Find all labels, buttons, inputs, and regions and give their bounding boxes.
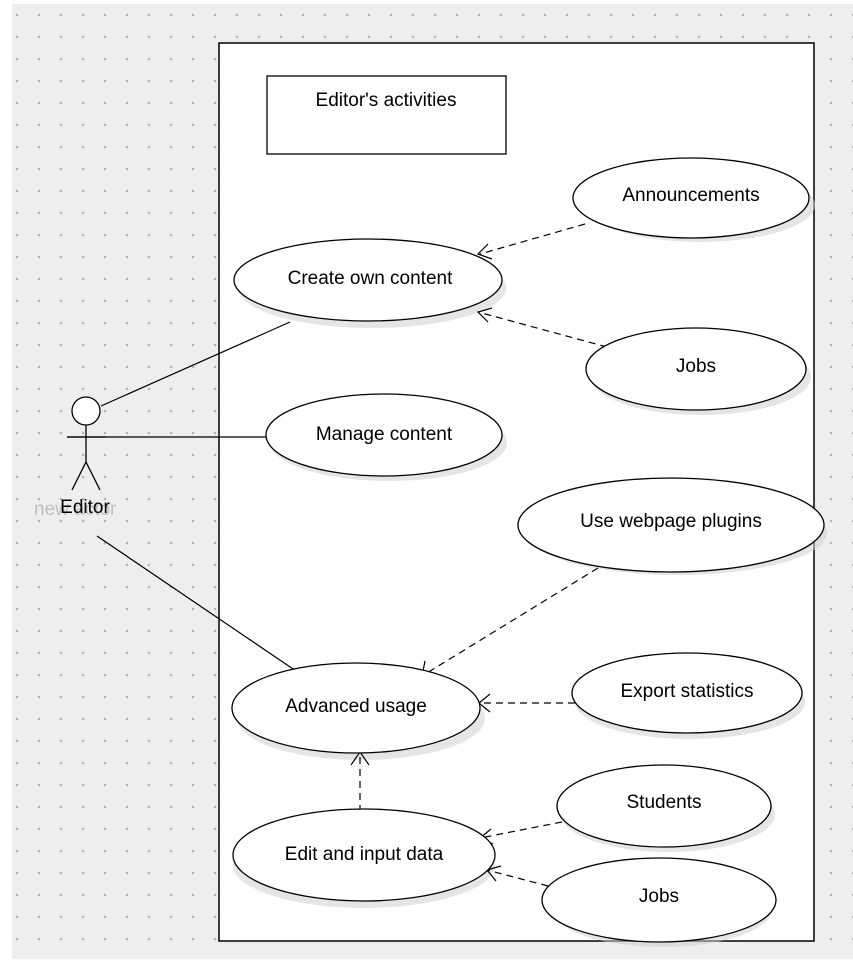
actor-right-leg [85,461,101,491]
assoc-editor-create-own-content [100,321,291,407]
title-box[interactable] [266,75,507,155]
actor-editor[interactable] [67,396,106,491]
dep-plugins-advanced [421,567,599,677]
use-case-jobs-1[interactable]: Jobs [585,327,807,411]
use-case-label: Announcements [622,185,759,206]
dep-jobs1-create [477,311,608,348]
use-case-use-webpage-plugins[interactable]: Use webpage plugins [517,477,825,573]
actor-left-leg [71,461,87,491]
use-case-create-own-content[interactable]: Create own content [233,238,503,322]
use-case-label: Export statistics [620,681,753,702]
use-case-announcements[interactable]: Announcements [572,157,810,239]
dep-students-edit [479,821,563,839]
use-case-label: Students [627,792,702,813]
use-case-jobs-2[interactable]: Jobs [541,857,777,943]
dep-jobs1-create-arrow [476,307,493,323]
use-case-manage-content[interactable]: Manage content [265,393,503,477]
use-case-label: Edit and input data [285,844,444,865]
dep-jobs2-edit [486,869,549,887]
use-case-edit-and-input-data[interactable]: Edit and input data [232,808,496,902]
use-case-label: Create own content [288,268,453,289]
use-case-label: Jobs [676,356,716,377]
use-case-export-statistics[interactable]: Export statistics [571,652,803,734]
use-case-label: Manage content [316,424,453,445]
actor-head [71,396,101,426]
actor-name: Editor [60,497,110,518]
diagram-title: Editor's activities [316,90,457,111]
use-case-label: Use webpage plugins [580,511,762,532]
assoc-editor-advanced-usage [96,535,300,674]
use-case-label: Jobs [639,886,679,907]
use-case-label: Advanced usage [285,696,427,717]
dep-announcements-create-arrow [476,243,493,260]
use-case-advanced-usage[interactable]: Advanced usage [231,662,481,754]
dep-announcements-create [479,223,586,255]
actor-ghost-label: new actor [34,499,117,520]
use-case-students[interactable]: Students [556,764,772,848]
